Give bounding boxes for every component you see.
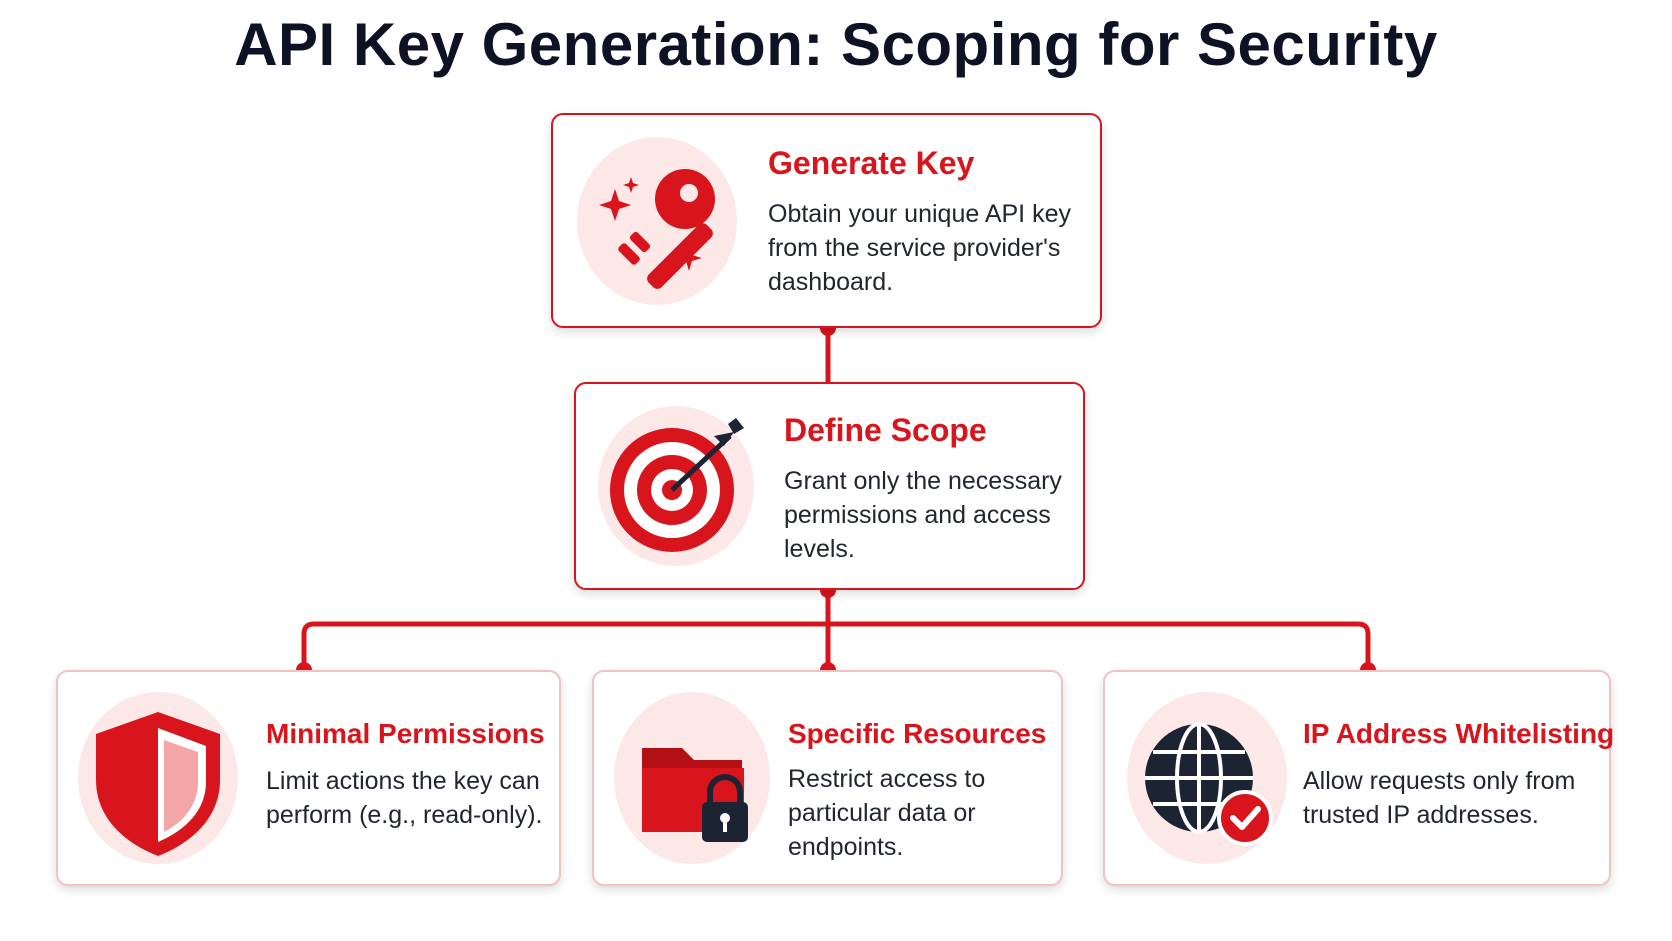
step-title: Generate Key [768, 145, 975, 181]
folder-lock-icon [642, 748, 748, 842]
scope-card-ip-whitelisting: IP Address Whitelisting Allow requests o… [1103, 670, 1615, 886]
scope-title: Specific Resources [788, 718, 1047, 749]
step-description: Obtain your unique API key from the serv… [768, 200, 1071, 296]
target-icon-badge [598, 406, 754, 566]
scope-card-minimal-permissions: Minimal Permissions Limit actions the ke… [56, 670, 561, 886]
step-title: Define Scope [784, 412, 987, 448]
key-icon-badge [577, 137, 737, 305]
shield-icon [96, 712, 220, 856]
shield-icon-badge [78, 692, 238, 864]
step-card-define-scope: Define Scope Grant only the necessary pe… [574, 382, 1085, 590]
scope-card-specific-resources: Specific Resources Restrict access to pa… [592, 670, 1063, 886]
step-description: Grant only the necessary permissions and… [784, 467, 1062, 563]
scope-title: IP Address Whitelisting [1303, 718, 1615, 749]
globe-check-icon [1145, 722, 1273, 846]
page-title: API Key Generation: Scoping for Security [234, 11, 1438, 78]
scope-title: Minimal Permissions [266, 718, 545, 749]
scope-description: Allow requests only from trusted IP addr… [1303, 767, 1576, 829]
globe-check-icon-badge [1127, 692, 1287, 864]
scope-description: Limit actions the key can perform (e.g.,… [266, 767, 543, 829]
scope-description: Restrict access to particular data or en… [788, 765, 986, 861]
key-icon [599, 169, 715, 289]
connector-branch [301, 621, 1371, 670]
target-icon [610, 418, 744, 552]
step-card-generate-key: Generate Key Obtain your unique API key … [551, 113, 1102, 328]
folder-lock-icon-badge [614, 692, 770, 864]
